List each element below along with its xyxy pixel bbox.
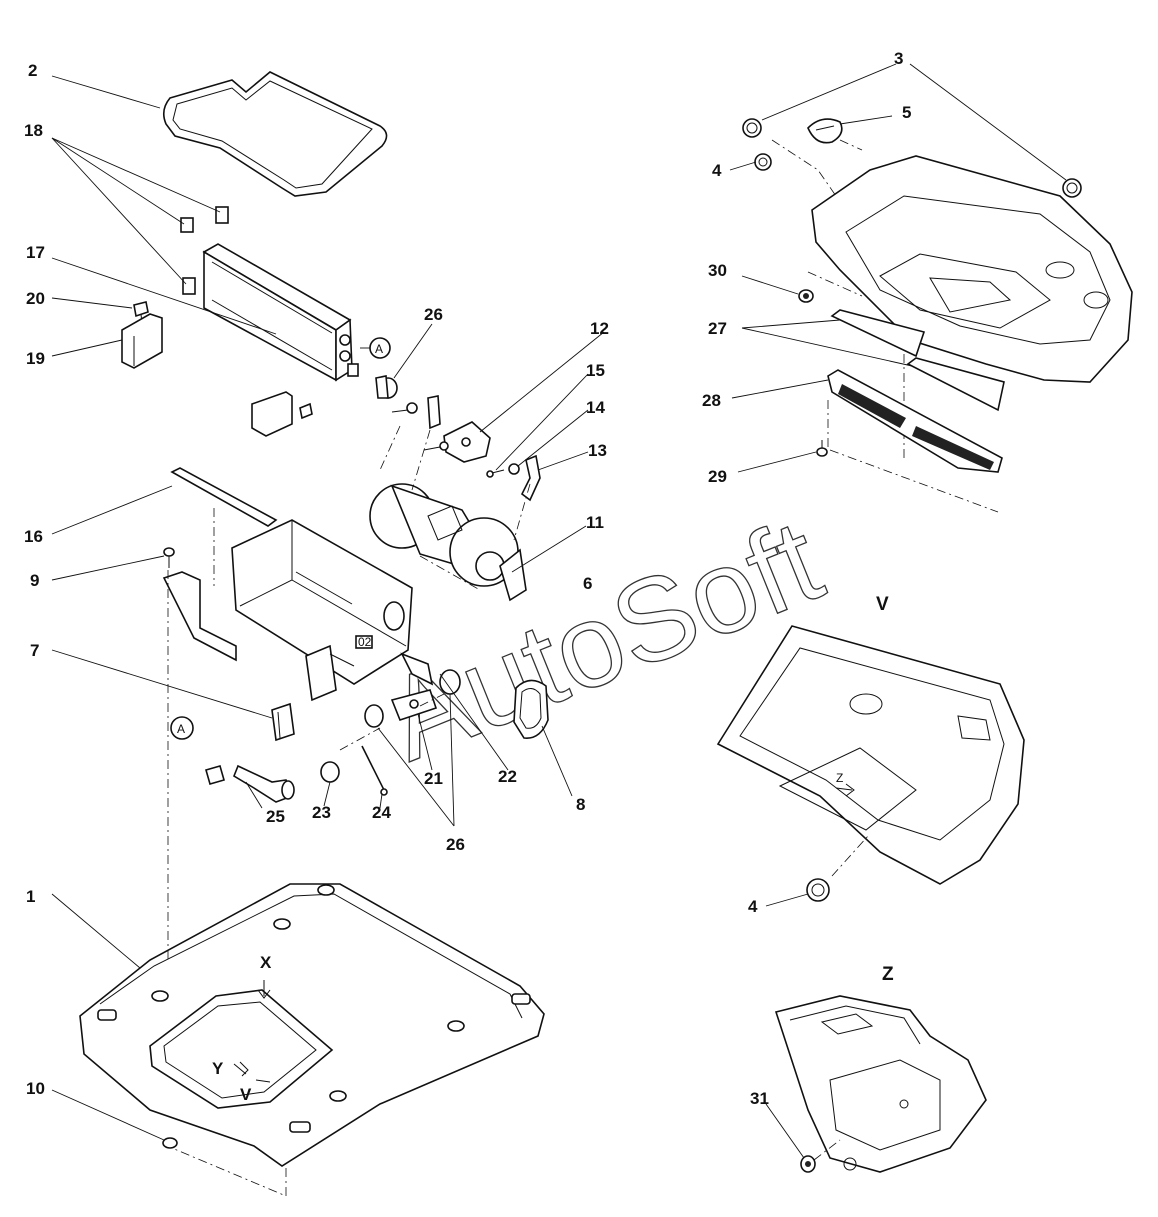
part-29-screw bbox=[816, 440, 828, 457]
part-14-washer bbox=[508, 463, 520, 475]
alignment-lines bbox=[167, 139, 999, 1197]
heater-bracket bbox=[251, 391, 313, 437]
callout-26-upper: 26 bbox=[424, 305, 443, 324]
svg-text:Z: Z bbox=[836, 771, 843, 785]
callout-labels: 2 18 17 20 19 26 12 15 14 13 11 6 16 9 7… bbox=[24, 49, 911, 1108]
callout-27: 27 bbox=[708, 319, 727, 338]
part-17-heater-core bbox=[202, 243, 359, 382]
mount-bracket bbox=[162, 571, 237, 662]
part-23-clamp bbox=[320, 761, 340, 783]
svg-text:X: X bbox=[260, 953, 272, 972]
callout-2: 2 bbox=[28, 61, 37, 80]
svg-text:V: V bbox=[240, 1085, 252, 1104]
callout-23: 23 bbox=[312, 803, 331, 822]
callout-11: 11 bbox=[586, 513, 604, 532]
part-27-filters bbox=[830, 309, 1005, 412]
callout-21: 21 bbox=[424, 769, 443, 788]
callout-10: 10 bbox=[26, 1079, 45, 1098]
callout-7: 7 bbox=[30, 641, 39, 660]
callout-20: 20 bbox=[26, 289, 45, 308]
part-4-grommet-top bbox=[754, 153, 772, 171]
part-2-gasket bbox=[162, 71, 388, 197]
reference-a-upper: A bbox=[360, 337, 391, 359]
part-12-bracket bbox=[391, 395, 491, 463]
part-10-grommet bbox=[162, 1137, 178, 1149]
part-30-grommet bbox=[798, 289, 814, 303]
view-v-detail: Z bbox=[716, 625, 1025, 885]
callout-22: 22 bbox=[498, 767, 517, 786]
part-6-housing: 02 bbox=[231, 519, 413, 702]
part-21-valve bbox=[390, 689, 438, 721]
callout-19: 19 bbox=[26, 349, 45, 368]
callout-31: 31 bbox=[750, 1089, 769, 1108]
part-13-bracket bbox=[520, 454, 541, 502]
part-31-grommet bbox=[800, 1155, 816, 1173]
part-22-pipe bbox=[400, 652, 434, 686]
upper-shell bbox=[811, 155, 1133, 383]
part-7-connector bbox=[271, 702, 295, 742]
callout-8: 8 bbox=[576, 795, 585, 814]
svg-text:A: A bbox=[177, 722, 185, 736]
part-19-bracket bbox=[121, 313, 163, 369]
part-4-grommet-view-v bbox=[806, 878, 830, 902]
part-8-seal-ring bbox=[513, 679, 549, 739]
callout-13: 13 bbox=[588, 441, 607, 460]
callout-14: 14 bbox=[586, 398, 605, 417]
callout-28: 28 bbox=[702, 391, 721, 410]
callout-5: 5 bbox=[902, 103, 911, 122]
part-26-clamp-lower bbox=[364, 669, 461, 728]
callout-4-top: 4 bbox=[712, 161, 722, 180]
svg-text:A: A bbox=[375, 342, 383, 356]
callout-4-view-v: 4 bbox=[748, 897, 758, 916]
part-18-clips bbox=[180, 206, 229, 295]
reference-a-lower: A bbox=[170, 716, 194, 740]
callout-3: 3 bbox=[894, 49, 903, 68]
callout-9: 9 bbox=[30, 571, 39, 590]
part-24-bolt bbox=[361, 745, 388, 796]
callout-16: 16 bbox=[24, 527, 43, 546]
callout-29: 29 bbox=[708, 467, 727, 486]
part-1-roof: X Y V bbox=[79, 883, 545, 1167]
view-z-detail bbox=[774, 995, 987, 1173]
part-15-screw bbox=[486, 469, 505, 478]
callout-1: 1 bbox=[26, 887, 35, 906]
callout-25: 25 bbox=[266, 807, 285, 826]
part-9-bolt bbox=[163, 547, 175, 568]
part-3-grommets bbox=[742, 118, 1082, 198]
part-11-blower bbox=[369, 483, 527, 602]
svg-text:Y: Y bbox=[212, 1059, 224, 1078]
callout-24: 24 bbox=[372, 803, 391, 822]
part-28-grille bbox=[827, 369, 1003, 473]
callout-6: 6 bbox=[583, 574, 592, 593]
view-v-heading: V bbox=[876, 594, 889, 615]
part-5-grommet bbox=[807, 118, 843, 144]
callout-26-lower: 26 bbox=[446, 835, 465, 854]
leader-lines bbox=[51, 63, 1067, 1159]
callout-15: 15 bbox=[586, 361, 605, 380]
svg-text:02: 02 bbox=[358, 635, 372, 649]
callout-30: 30 bbox=[708, 261, 727, 280]
part-26-clamp-upper bbox=[375, 375, 398, 399]
callout-18: 18 bbox=[24, 121, 43, 140]
view-z-heading: Z bbox=[882, 964, 894, 985]
callout-12: 12 bbox=[590, 319, 609, 338]
callout-17: 17 bbox=[26, 243, 45, 262]
part-16-foam-strip bbox=[170, 467, 278, 527]
part-25-hose bbox=[205, 764, 295, 803]
